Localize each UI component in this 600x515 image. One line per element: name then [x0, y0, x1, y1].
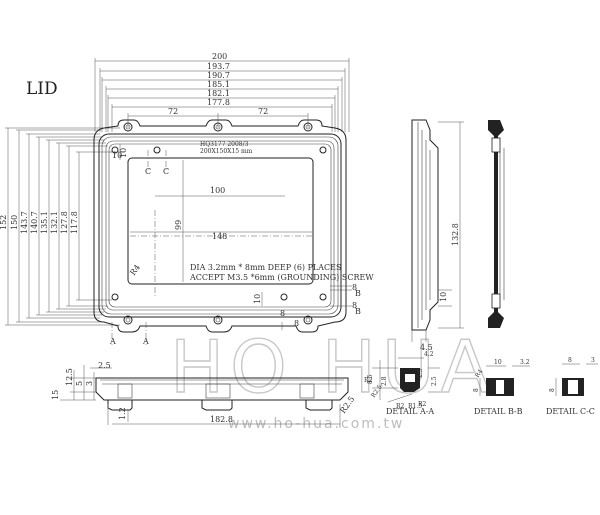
detail-a-a-label: DETAIL A-A	[386, 407, 434, 416]
detail-c-c-view	[555, 363, 598, 396]
drawing-title: LID	[26, 79, 58, 99]
dim-15-bottom: 15	[51, 390, 60, 400]
dim-3-bottom: 3	[85, 381, 94, 386]
detail-a-r1-5: R1.5	[408, 403, 422, 410]
detail-a-r2-c: R2	[418, 401, 427, 408]
detail-c-dim-8a: 8	[568, 357, 572, 364]
section-marker-a1: A	[109, 337, 116, 346]
note-line2: ACCEPT M3.5 *6mm (GROUNDING) SCREW	[189, 273, 374, 282]
dim-8-b: 8	[352, 301, 357, 310]
dim-135-1: 135.1	[40, 211, 49, 234]
dim-190-7: 190.7	[207, 71, 230, 80]
dim-5-bottom: 5	[75, 381, 84, 386]
detail-a-dim-2-8: 2.8	[381, 376, 388, 386]
left-dimensions	[5, 127, 120, 326]
dim-182-1: 182.1	[207, 89, 230, 98]
detail-a-a-view	[372, 357, 440, 403]
dim-72-left: 72	[168, 107, 178, 116]
section-marker-c1: C	[145, 167, 151, 176]
detail-b-dim-3-2: 3.2	[520, 359, 530, 366]
watermark-brand: HO HUA	[170, 325, 496, 409]
side-view	[411, 119, 464, 342]
detail-a-dim-2-5b: 2.5	[417, 368, 424, 378]
dim-100: 100	[210, 186, 225, 195]
top-dimensions	[94, 58, 350, 132]
section-marker-b1: B	[355, 289, 361, 298]
radius-r4: R4	[128, 263, 142, 277]
section-marker-c2: C	[163, 167, 169, 176]
dim-10-bottom: 10	[253, 294, 262, 304]
dim-143-7: 143.7	[20, 211, 29, 234]
dim-72-right: 72	[258, 107, 268, 116]
dim-99: 99	[174, 220, 183, 230]
detail-a-dim-4-2: 4.2	[424, 351, 434, 358]
dim-8-c: 8	[280, 309, 285, 318]
dim-185-1: 185.1	[207, 80, 230, 89]
detail-a-dim-2-5a: 2.5	[431, 376, 438, 386]
detail-c-dim-8b: 8	[549, 388, 556, 392]
detail-b-b-view	[479, 365, 530, 396]
part-label-line2: 200X150X15 mm	[200, 148, 253, 155]
bottom-view	[60, 365, 349, 428]
dim-4-5-side: 4.5	[420, 343, 433, 352]
detail-c-c-label: DETAIL C-C	[546, 407, 595, 416]
dim-10-top-vert: 10	[119, 148, 128, 158]
dim-12-5-bottom: 12.5	[65, 368, 74, 386]
detail-b-dim-8: 8	[473, 388, 480, 392]
detail-b-b-label: DETAIL B-B	[474, 407, 523, 416]
note-line1: DIA 3.2mm * 8mm DEEP (6) PLACES	[190, 263, 342, 272]
detail-a-dim-8-5: 8.5	[367, 374, 374, 384]
dim-8-d: 8	[294, 319, 299, 328]
detail-c-dim-3: 3	[591, 357, 595, 364]
section-view	[488, 120, 505, 328]
section-marker-b2: B	[355, 307, 361, 316]
dim-8-a: 8	[352, 283, 357, 292]
detail-b-r4: R4	[474, 368, 485, 379]
dim-193-7: 193.7	[207, 62, 230, 71]
detail-a-r2-b: R2	[364, 377, 373, 384]
section-marker-a2: A	[142, 337, 149, 346]
dim-148: 148	[212, 232, 227, 241]
detail-a-r2-a: R2	[396, 403, 405, 410]
dim-10-side: 10	[439, 292, 448, 302]
dim-132-8: 132.8	[451, 223, 460, 246]
dim-132-1: 132.1	[50, 211, 59, 234]
dim-127-8: 127.8	[60, 211, 69, 234]
dim-140-7: 140.7	[30, 211, 39, 234]
part-label-line1: HQ3177 2008/3	[200, 141, 249, 148]
dim-10-top-left: 10	[112, 151, 122, 160]
dim-1-2-bottom: 1.2	[118, 407, 127, 420]
dim-2-5-bottom: 2.5	[98, 361, 111, 370]
lid-plan-view	[93, 119, 352, 345]
dim-177-8: 177.8	[207, 98, 230, 107]
dim-150: 150	[10, 215, 19, 230]
dim-200: 200	[212, 52, 227, 61]
dim-152: 152	[0, 215, 8, 230]
dim-117-8: 117.8	[70, 211, 79, 234]
detail-b-dim-10: 10	[494, 359, 502, 366]
dim-182-8: 182.8	[210, 415, 233, 424]
